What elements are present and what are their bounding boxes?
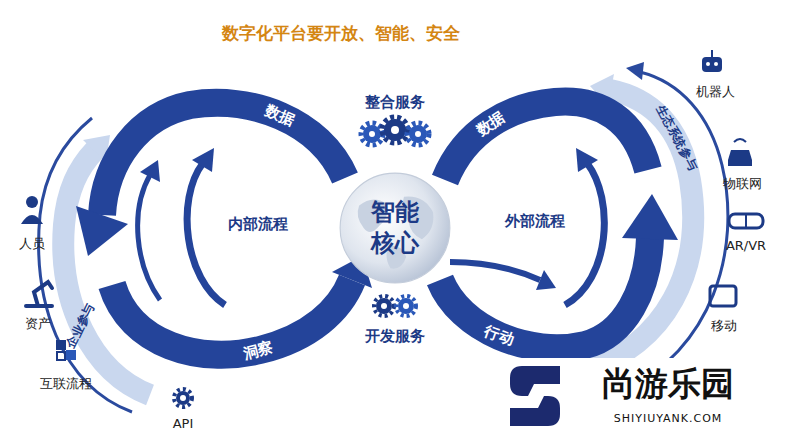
gear-teeth [382,117,408,143]
goggles-icon [745,214,747,228]
api-icon [174,389,192,407]
robot-arm-icon [26,282,52,306]
gear [376,298,392,314]
globe-circle [340,173,450,283]
watermark-ground [505,358,789,437]
gear-teeth [374,296,394,316]
arrow-head [192,148,214,172]
car-icon [728,150,752,166]
tablet-icon [710,286,736,306]
inner-arrow [450,262,540,280]
logo-mark [510,366,560,426]
arrow-head [576,148,598,172]
signal-icon [734,139,746,142]
icon-label: 人员 [19,237,45,252]
api-icon [176,391,190,405]
watermark: 尚游乐园 [602,365,734,403]
icon-label: 资产 [25,317,51,332]
inner-arrow [138,175,160,300]
data-band [445,102,648,180]
robot-icon [714,62,718,66]
arrow-head [622,194,678,240]
arrow-head [626,62,644,80]
icon-label: 移动 [711,319,737,334]
inner-arrow [187,163,225,305]
core-label: 智能 核心 [367,197,422,259]
gear-icon [374,296,416,316]
globe-shape [339,172,451,284]
core-globe: 智能 核心 [339,172,451,284]
gear [398,298,414,314]
robot-icon [706,62,710,66]
gear-teeth [407,123,429,145]
diagram-title: 数字化平台要开放、智能、安全 [222,24,460,44]
icon-label: 互联流程 [40,377,92,392]
process-icon [57,352,65,360]
inner-arrow [565,163,604,305]
arrow-head [76,206,128,256]
watermark-url: SHIYIUYANK.COM [614,413,723,426]
gear-hole [369,131,375,137]
arrow-head [140,160,160,182]
process-label: 外部流程 [505,213,565,230]
icon-label: API [173,417,194,432]
person-icon [26,196,38,208]
api-icon [180,395,186,401]
insight-band [112,280,352,355]
gear-teeth [396,296,416,316]
action-band [440,238,650,348]
gear-hole [403,303,409,309]
service-label: 开发服务 [365,328,425,345]
icon-label: 机器人 [696,85,735,100]
process-icon [66,350,76,360]
arrow-head [536,270,556,290]
person-icon [21,215,43,224]
process-label: 内部流程 [228,216,288,233]
icon-label: 物联网 [723,177,762,192]
service-label: 整合服务 [365,94,425,111]
goggles-icon [729,214,763,228]
robot-icon [702,57,722,72]
gear-hole [415,131,421,137]
gear-icon [361,117,429,145]
gear-hole [381,303,387,309]
gear-teeth [361,123,383,145]
robot-icon [711,50,713,57]
icon-label: AR/VR [726,239,766,254]
gear-hole [391,126,399,134]
